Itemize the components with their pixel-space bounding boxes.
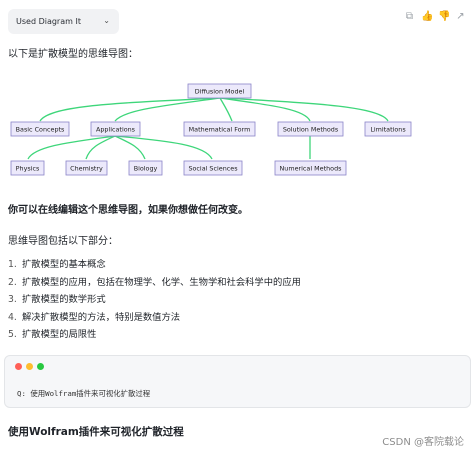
- node-solution-methods[interactable]: Solution Methods: [277, 121, 344, 137]
- node-label: Physics: [16, 165, 40, 173]
- node-label: Chemistry: [70, 165, 103, 173]
- mindmap-diagram[interactable]: Diffusion Model Basic Concepts Applicati…: [0, 75, 474, 185]
- thumbs-up-icon[interactable]: 👍: [421, 11, 434, 22]
- list-item: 1. 扩散模型的基本概念: [8, 256, 301, 274]
- node-label: Limitations: [370, 126, 406, 134]
- edit-note: 你可以在线编辑这个思维导图，如果你想做任何改变。: [8, 205, 248, 216]
- list-item-number: 3.: [8, 294, 17, 306]
- section-heading: 使用Wolfram插件来可视化扩散过程: [8, 426, 184, 438]
- node-label: Mathematical Form: [189, 126, 251, 134]
- code-block[interactable]: Q: 使用Wolfram插件来可视化扩散过程: [4, 355, 471, 408]
- list-item-number: 5.: [8, 329, 17, 341]
- node-physics[interactable]: Physics: [10, 160, 45, 176]
- node-chemistry[interactable]: Chemistry: [65, 160, 108, 176]
- thumbs-down-icon[interactable]: 👎: [438, 11, 451, 22]
- node-applications[interactable]: Applications: [90, 121, 141, 137]
- node-label: Applications: [96, 126, 136, 134]
- node-social-sciences[interactable]: Social Sciences: [183, 160, 243, 176]
- node-biology[interactable]: Biology: [128, 160, 163, 176]
- node-basic-concepts[interactable]: Basic Concepts: [10, 121, 70, 137]
- parts-list: 1. 扩散模型的基本概念 2. 扩散模型的应用，包括在物理学、化学、生物学和社会科学…: [8, 256, 301, 344]
- list-item-number: 1.: [8, 259, 17, 270]
- list-item: 4. 解决扩散模型的方法，特别是数值方法: [8, 309, 301, 327]
- code-line: Q: 使用Wolfram插件来可视化扩散过程: [17, 389, 151, 398]
- node-label: Solution Methods: [283, 126, 339, 134]
- copy-icon[interactable]: ⧉: [405, 11, 414, 22]
- node-mathematical-form[interactable]: Mathematical Form: [183, 121, 256, 137]
- node-diffusion-model[interactable]: Diffusion Model: [187, 83, 252, 99]
- message-actions: ⧉ 👍 👎 ↗: [404, 11, 466, 22]
- list-item-text: 扩散模型的数学形式: [22, 294, 106, 306]
- list-item: 5. 扩散模型的局限性: [8, 326, 301, 344]
- node-label: Social Sciences: [188, 165, 238, 173]
- close-dot-icon: [15, 363, 22, 370]
- intro-text: 以下是扩散模型的思维导图：: [8, 49, 138, 60]
- share-icon[interactable]: ↗: [456, 11, 465, 22]
- list-item-text: 解决扩散模型的方法，特别是数值方法: [22, 311, 181, 323]
- watermark: CSDN @客院载论: [382, 437, 464, 448]
- minimize-dot-icon: [26, 363, 33, 370]
- list-item-number: 2.: [8, 276, 17, 288]
- list-item: 2. 扩散模型的应用，包括在物理学、化学、生物学和社会科学中的应用: [8, 274, 301, 292]
- node-label: Diffusion Model: [195, 88, 245, 96]
- node-label: Basic Concepts: [16, 126, 65, 134]
- plugin-selector[interactable]: Used Diagram It ⌄: [8, 9, 119, 34]
- list-item-text: 扩散模型的应用，包括在物理学、化学、生物学和社会科学中的应用: [22, 276, 301, 288]
- plugin-label: Used Diagram It: [16, 17, 81, 26]
- list-item-text: 扩散模型的局限性: [22, 329, 97, 341]
- list-item-number: 4.: [8, 311, 17, 323]
- node-label: Numerical Methods: [280, 165, 343, 173]
- node-limitations[interactable]: Limitations: [364, 121, 412, 137]
- node-label: Biology: [134, 165, 158, 173]
- list-item-text: 扩散模型的基本概念: [22, 259, 106, 270]
- maximize-dot-icon: [37, 363, 44, 370]
- list-item: 3. 扩散模型的数学形式: [8, 291, 301, 309]
- node-numerical-methods[interactable]: Numerical Methods: [274, 160, 347, 176]
- chevron-down-icon: ⌄: [103, 16, 110, 25]
- list-intro: 思维导图包括以下部分：: [8, 236, 118, 247]
